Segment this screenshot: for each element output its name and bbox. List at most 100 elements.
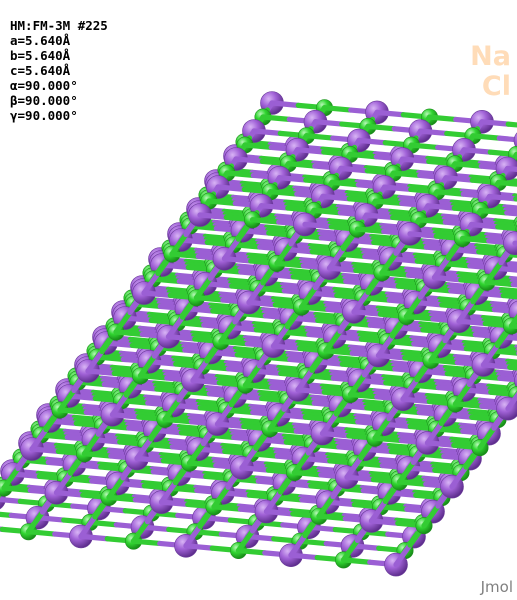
cl-bond-segment (186, 441, 207, 466)
na-bond-segment (381, 421, 413, 430)
na-bond-segment (510, 281, 517, 288)
na-bond-segment (197, 212, 229, 220)
cl-bond-segment (347, 151, 379, 160)
cl-bond-segment (433, 426, 466, 434)
cl-bond-segment (495, 179, 517, 187)
na-bond-segment (496, 135, 517, 143)
na-bond-segment (276, 412, 308, 420)
cl-bond-segment (384, 338, 417, 347)
cl-bond-segment (25, 509, 46, 535)
cl-bond-segment (267, 406, 287, 432)
na-atom[interactable] (513, 129, 517, 152)
na-bond-segment (307, 290, 340, 299)
cl-bond-segment (493, 218, 517, 226)
cl-bond-segment (426, 114, 459, 123)
na-bond-segment (497, 375, 517, 383)
cl-bond-segment (267, 426, 299, 434)
cl-bond-segment (242, 363, 263, 388)
na-bond-segment (468, 221, 501, 230)
cl-bond-segment (372, 435, 404, 444)
na-bond-segment (165, 314, 186, 340)
na-bond-segment (139, 524, 172, 533)
cl-bond-segment (347, 391, 380, 400)
na-bond-segment (190, 377, 222, 386)
na-bond-segment (338, 165, 370, 174)
cl-bond-segment (470, 133, 502, 141)
na-bond-segment (215, 184, 247, 192)
na-bond-segment (344, 455, 364, 480)
cl-bond-segment (62, 476, 95, 484)
na-bond-segment (122, 315, 154, 323)
na-bond-segment (53, 470, 74, 496)
na-bond-segment (449, 464, 469, 490)
na-bond-segment (214, 402, 235, 427)
cl-bond-segment (508, 323, 517, 330)
cl-bond-segment (137, 353, 158, 379)
cl-bond-segment (303, 133, 336, 141)
na-bond-segment (375, 352, 408, 361)
cl-bond-segment (87, 519, 119, 528)
cl-bond-segment (421, 503, 441, 529)
na-bond-segment (202, 281, 235, 289)
na-atom[interactable] (503, 231, 517, 255)
na-bond-segment (479, 119, 511, 127)
na-bond-segment (425, 203, 457, 211)
na-bond-segment (319, 430, 352, 439)
cl-bond-segment (249, 217, 282, 225)
cl-bond-segment (372, 198, 405, 207)
na-bond-segment (221, 256, 254, 264)
cl-bond-segment (38, 432, 70, 440)
cell-param-a: a=5.640Å (10, 33, 71, 48)
cl-bond-segment (340, 557, 373, 565)
cl-bond-segment (25, 529, 58, 537)
na-bond-segment (368, 498, 389, 524)
cl-bond-segment (186, 460, 219, 469)
na-bond-segment (496, 372, 517, 380)
na-bond-segment (356, 377, 389, 386)
cl-bond-segment (452, 161, 484, 169)
cl-bond-segment (365, 123, 397, 132)
cl-bond-segment (434, 189, 466, 197)
cl-bond-segment (169, 231, 189, 257)
cl-bond-segment (106, 494, 138, 503)
cl-bond-segment (323, 328, 343, 354)
na-bond-segment (356, 137, 388, 146)
cl-bond-segment (0, 511, 14, 518)
cl-bond-segment (408, 142, 441, 151)
cl-bond-segment (353, 460, 385, 469)
na-atom[interactable] (514, 369, 517, 392)
cl-bond-segment (162, 416, 194, 425)
cl-bond-segment (428, 338, 448, 363)
na-bond-segment (493, 265, 517, 273)
cl-bond-segment (329, 179, 361, 188)
na-bond-segment (183, 523, 203, 549)
cl-bond-segment (379, 270, 411, 278)
jmol-watermark: Jmol (480, 578, 513, 596)
na-bond-segment (443, 175, 475, 183)
na-bond-segment (480, 342, 501, 368)
cl-bond-segment (495, 224, 517, 232)
na-bond-segment (431, 274, 464, 283)
cl-bond-segment (409, 382, 441, 391)
na-bond-segment (263, 508, 296, 517)
cl-bond-segment (323, 348, 355, 356)
cl-bond-segment (506, 361, 517, 368)
na-bond-segment (332, 334, 364, 342)
cl-bond-segment (316, 494, 336, 519)
cl-bond-segment (484, 260, 504, 285)
na-bond-segment (400, 377, 420, 402)
cl-bond-segment (162, 397, 182, 422)
na-bond-segment (456, 299, 476, 324)
cl-bond-segment (372, 416, 392, 441)
cl-bond-segment (489, 348, 517, 356)
na-bond-segment (270, 324, 291, 349)
cl-bond-segment (223, 407, 256, 416)
na-bond-segment (283, 246, 315, 255)
na-bond-segment (326, 246, 347, 271)
na-bond-segment (326, 265, 359, 274)
na-bond-segment (251, 368, 284, 377)
cl-bond-segment (291, 469, 324, 478)
element-legend: Na Cl (470, 42, 511, 102)
